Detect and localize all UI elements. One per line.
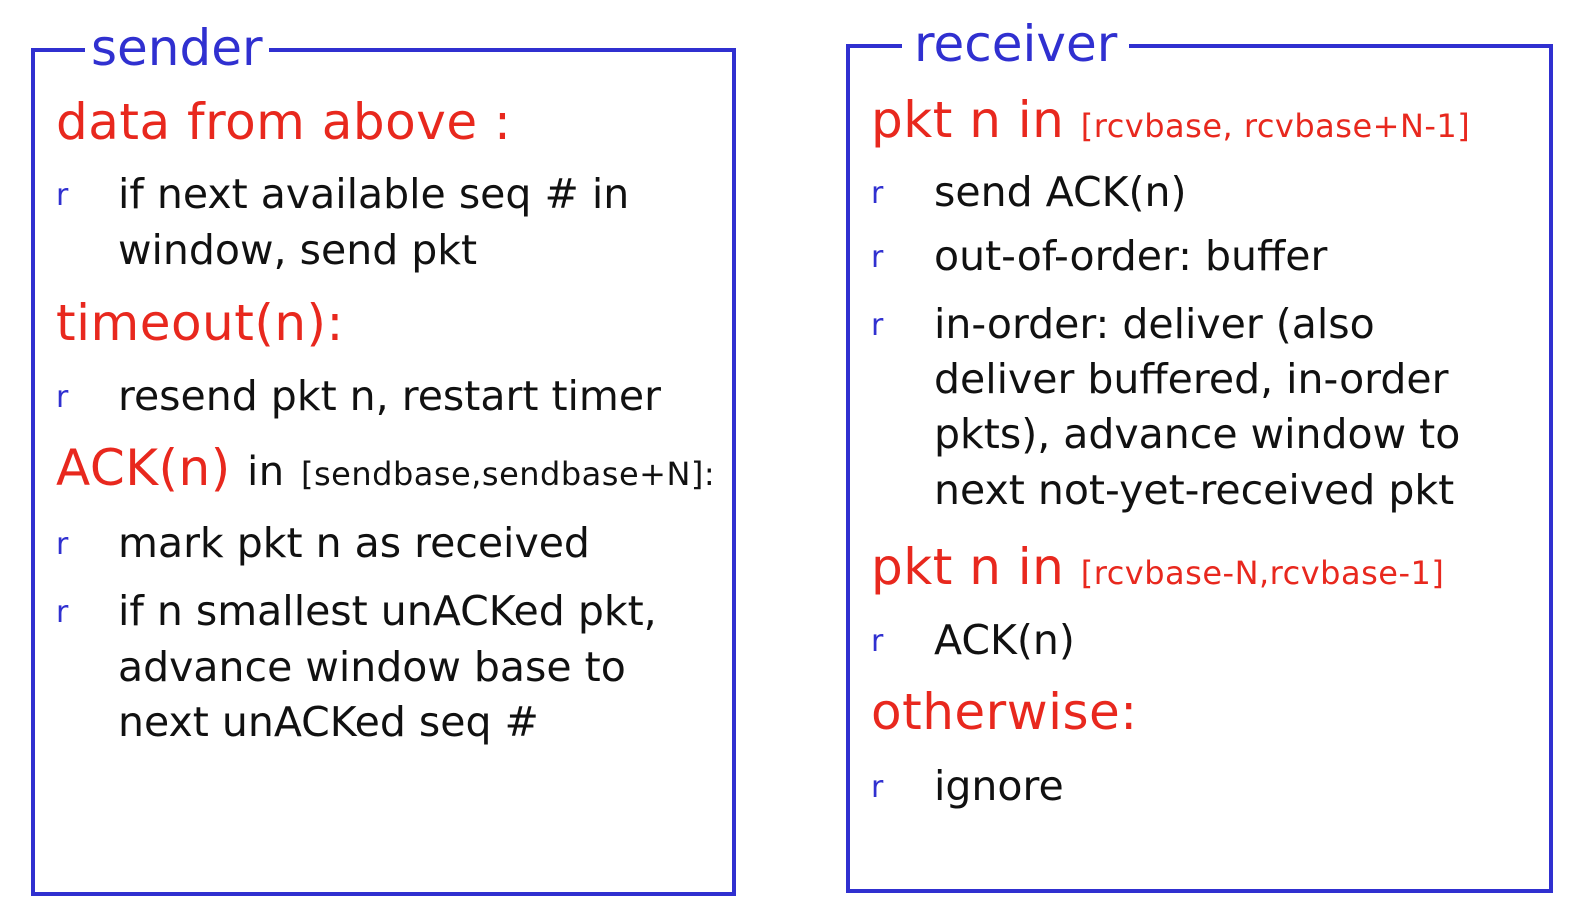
bullet-marker: r bbox=[871, 176, 884, 211]
receiver-panel: receiver bbox=[846, 18, 1553, 893]
bullet-marker: r bbox=[871, 240, 884, 275]
event-label: ACK(n) bbox=[56, 439, 231, 497]
receiver-action-line: out-of-order: buffer bbox=[934, 232, 1328, 280]
event-range: [rcvbase, rcvbase+N-1] bbox=[1080, 107, 1471, 145]
receiver-action-line: send ACK(n) bbox=[934, 168, 1187, 216]
receiver-event-before-window: pkt n in [rcvbase-N,rcvbase-1] bbox=[871, 539, 1444, 601]
bullet-marker: r bbox=[871, 624, 884, 659]
event-range: [rcvbase-N,rcvbase-1] bbox=[1080, 554, 1445, 592]
sender-action-line: next unACKed seq # bbox=[118, 698, 539, 746]
sender-event-timeout: timeout(n): bbox=[56, 295, 344, 351]
event-range: [sendbase,sendbase+N]: bbox=[301, 455, 716, 493]
sender-event-ack: ACK(n) in [sendbase,sendbase+N]: bbox=[56, 440, 715, 502]
receiver-action-line: ACK(n) bbox=[934, 616, 1075, 664]
bullet-marker: r bbox=[56, 178, 69, 213]
sender-title: sender bbox=[85, 22, 269, 74]
receiver-event-in-window: pkt n in [rcvbase, rcvbase+N-1] bbox=[871, 92, 1470, 154]
sender-action-line: resend pkt n, restart timer bbox=[118, 372, 661, 420]
receiver-action-line: deliver buffered, in-order bbox=[934, 355, 1449, 403]
receiver-title: receiver bbox=[902, 18, 1130, 70]
event-label: data from above : bbox=[56, 93, 512, 151]
bullet-marker: r bbox=[56, 380, 69, 415]
bullet-marker: r bbox=[871, 308, 884, 343]
sender-action-line: advance window base to bbox=[118, 643, 626, 691]
event-label: pkt n in bbox=[871, 538, 1065, 596]
receiver-action-line: ignore bbox=[934, 762, 1064, 810]
bullet-marker: r bbox=[56, 595, 69, 630]
event-label-connector: in bbox=[247, 449, 285, 495]
receiver-action-line: pkts), advance window to bbox=[934, 410, 1461, 458]
event-label: timeout(n): bbox=[56, 294, 344, 352]
receiver-action-line: in-order: deliver (also bbox=[934, 300, 1375, 348]
receiver-event-otherwise: otherwise: bbox=[871, 684, 1138, 740]
bullet-marker: r bbox=[871, 770, 884, 805]
sender-action-line: if next available seq # in bbox=[118, 170, 630, 218]
event-label: otherwise: bbox=[871, 683, 1138, 741]
sender-action-line: mark pkt n as received bbox=[118, 519, 590, 567]
sender-action-line: window, send pkt bbox=[118, 226, 478, 274]
sender-action-line: if n smallest unACKed pkt, bbox=[118, 587, 657, 635]
sender-event-data-from-above: data from above : bbox=[56, 94, 511, 150]
bullet-marker: r bbox=[56, 527, 69, 562]
sender-panel: sender bbox=[31, 22, 736, 896]
event-label: pkt n in bbox=[871, 91, 1065, 149]
receiver-action-line: next not-yet-received pkt bbox=[934, 466, 1455, 514]
